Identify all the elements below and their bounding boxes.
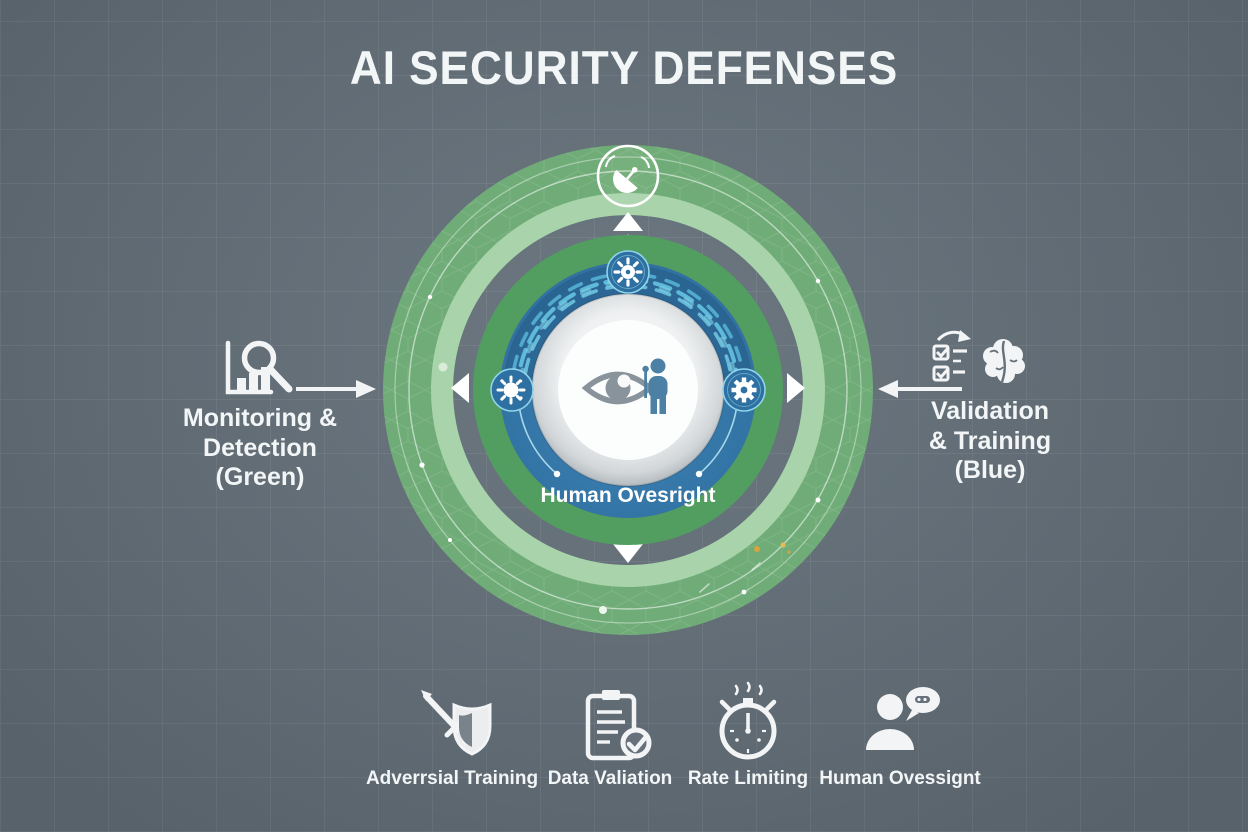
sword-shield-icon: [421, 690, 492, 756]
triangle-right-icon: [787, 373, 805, 403]
legend-item-rate-limiting: Rate Limiting: [688, 681, 808, 789]
left-callout-line1: Monitoring &: [182, 404, 338, 432]
person-chat-icon: [866, 687, 940, 750]
left-callout: Monitoring & Detection (Green): [150, 404, 370, 493]
orbit-dot: [815, 497, 821, 503]
legend-item-human-oversight: Human Ovessignt: [819, 687, 981, 789]
right-callout-arrow: [878, 380, 962, 398]
orbit-dot: [448, 538, 452, 542]
human-oversight-core: Human Ovesright: [531, 293, 725, 507]
orbit-dot: [427, 294, 433, 300]
orbit-dot: [599, 606, 607, 614]
legend-item-data-validation: Data Valiation: [548, 690, 673, 789]
clipboard-check-icon: [585, 690, 652, 761]
right-callout-line1: Validation: [930, 397, 1050, 425]
satellite-dish-icon: [596, 144, 660, 208]
stopwatch-icon: [719, 681, 777, 760]
left-callout-line2: Detection: [203, 433, 317, 462]
inner-green-ring: [473, 235, 783, 545]
magnifier-chart-icon: [225, 340, 293, 395]
orbit-dot: [438, 362, 448, 372]
legend-label: Human Ovessignt: [819, 768, 981, 789]
brain-icon: [983, 339, 1025, 383]
top-node-malware-icon: [606, 250, 650, 294]
arc-end-dot: [695, 470, 703, 478]
orbit-dot: [419, 462, 425, 468]
eye-icon: [581, 371, 655, 405]
outer-ring-orbit-line: [408, 170, 848, 610]
arc-end-dot: [553, 470, 561, 478]
left-node-virus-icon: [490, 368, 534, 412]
outer-ring-orbit-line2: [394, 156, 862, 624]
left-callout-arrow: [296, 380, 376, 398]
person-icon: [642, 358, 668, 414]
legend-label: Adverrsial Training: [366, 768, 538, 789]
sparkle-dashes: [699, 562, 761, 593]
legend-label: Data Valiation: [548, 768, 673, 789]
core-label: Human Ovesright: [540, 484, 715, 507]
right-callout: Validation & Training (Blue): [880, 397, 1100, 486]
staff-icon: [642, 365, 649, 398]
checklist-brain-icon: [932, 330, 1025, 383]
orbit-dot: [741, 589, 747, 595]
yellow-speck: [754, 546, 760, 552]
left-callout-line3: (Green): [215, 463, 305, 491]
page-title: AI SECURITY DEFENSES: [349, 41, 899, 94]
yellow-speck: [780, 542, 786, 548]
legend-label: Rate Limiting: [688, 768, 808, 789]
triangle-up-icon: [613, 212, 643, 231]
triangle-left-icon: [451, 373, 469, 403]
orbit-dot: [815, 278, 821, 284]
triangle-down-icon: [613, 544, 643, 563]
yellow-speck: [787, 550, 791, 554]
right-callout-line3: (Blue): [954, 456, 1026, 484]
legend-item-adversarial-training: Adverrsial Training: [366, 690, 538, 789]
right-callout-line2: & Training: [928, 426, 1052, 455]
right-node-gear-icon: [722, 368, 766, 412]
